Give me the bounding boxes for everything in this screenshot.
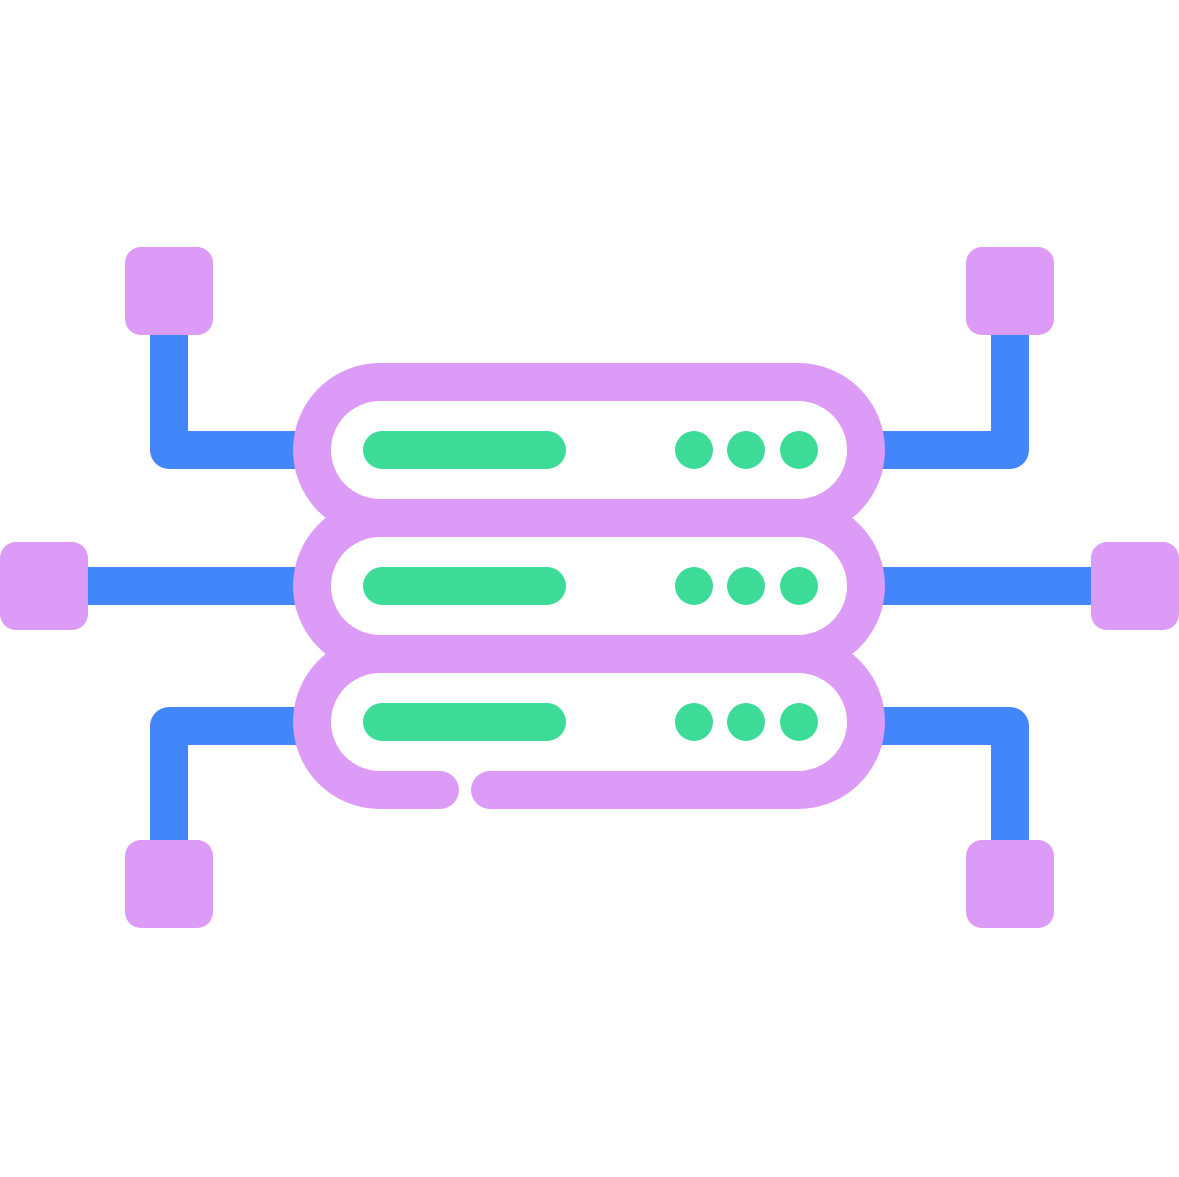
connector-top-right <box>874 320 1029 469</box>
node-middle-right <box>1091 542 1179 630</box>
status-light-3-2 <box>727 703 765 741</box>
node-top-right <box>966 247 1054 335</box>
status-light-1-1 <box>675 431 713 469</box>
server-unit-bottom <box>292 635 886 809</box>
status-light-2-2 <box>727 567 765 605</box>
connector-bottom-left <box>150 707 305 855</box>
network-nodes <box>0 247 1179 928</box>
node-bottom-left <box>125 840 213 928</box>
status-light-1-3 <box>780 431 818 469</box>
status-light-3-1 <box>675 703 713 741</box>
connector-bottom-right <box>874 707 1029 855</box>
node-middle-left <box>0 542 88 630</box>
server-indicators <box>363 431 818 741</box>
status-light-1-2 <box>727 431 765 469</box>
connector-lines <box>80 320 1099 855</box>
connector-top-left <box>150 320 305 469</box>
status-light-2-1 <box>675 567 713 605</box>
status-light-3-3 <box>780 703 818 741</box>
node-bottom-right <box>966 840 1054 928</box>
server-stack <box>292 363 886 809</box>
node-top-left <box>125 247 213 335</box>
status-light-2-3 <box>780 567 818 605</box>
